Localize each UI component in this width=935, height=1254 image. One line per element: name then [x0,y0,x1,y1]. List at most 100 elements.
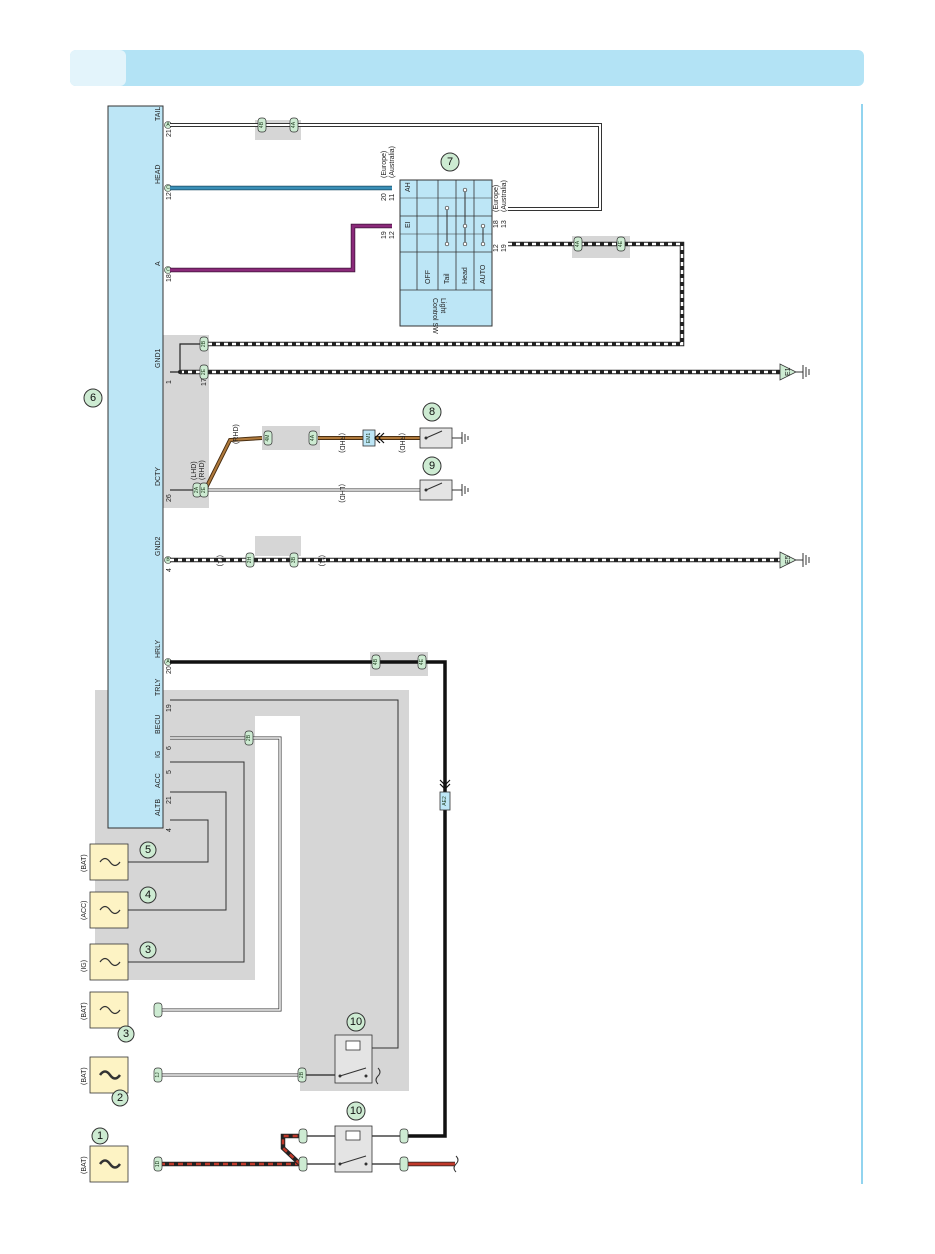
ecu-pin-conn-label: A [166,659,170,665]
connector-plain [399,1156,409,1172]
connector-dcty-b: 2E [199,482,209,498]
ecu-pin-number: 19 [166,704,173,712]
connector-cs-a: 4A [573,236,583,252]
fuse: (BAT) 2 [81,1056,129,1107]
connector-gnd2-a: 2H [245,552,255,568]
connector-becu: 2B [244,730,254,746]
relay-top [334,1034,381,1085]
ecu-pin-number: 4 [166,568,173,572]
wire-cs-ground [205,241,685,347]
ecu-pin-conn-label: A [166,122,170,128]
ecu-pin-name: IG [155,751,162,758]
ecu-pin-name: TAIL [155,107,162,121]
cs-europe: (Europe) [381,151,388,178]
ground-e1: E1 [779,363,810,381]
ecu-pin-number-2: 17 [201,378,208,386]
switch-9-note: (LHD) [338,484,345,503]
cs-australia: (Australia) [389,146,396,178]
connector-label: 4B [373,658,379,665]
ecu-number: 6 [90,392,96,404]
connector-plain [153,1002,163,1018]
wire-dcty [170,436,420,492]
connector-label: 4B [259,121,265,128]
connector-hrly-b: 4E [417,654,427,670]
connector-plain [298,1156,308,1172]
dcty-lhd-note: (LHD) [191,461,198,480]
relay-top-number: 10 [350,1016,362,1028]
ecu-pin-name: GND1 [155,348,162,368]
ground-e5: E5 [779,551,810,569]
wire-acc [128,791,227,911]
ecu-body [107,105,164,829]
cs-col-ah: AH [405,182,412,192]
ecu-pin-name: A [155,261,162,266]
fuse: (ACC) 4 [81,886,157,929]
fuse-number: 5 [145,844,151,856]
ecu-pin-name: TRLY [155,678,162,696]
cs-note-11: 11 [389,194,396,201]
fuse-label: (ACC) [81,901,88,920]
connector-label: 2B [246,734,252,741]
ecu-pin-name: ALTB [155,799,162,816]
switch-8 [419,427,469,449]
cs-pin-18: 18 [493,220,500,228]
connector-fuse1-conn: 1D [153,1156,163,1172]
fuse-label: (BAT) [81,1067,88,1085]
fuse-number: 4 [145,889,151,901]
connector-fuse2-conn: 1J [153,1067,163,1083]
connector-label: 1D [155,1160,161,1167]
switch-9-badge: 9 [422,456,442,476]
ecu-pin-number: 4 [166,828,173,832]
connector-label: 4A [291,121,297,128]
cs-pos-auto: AUTO [480,264,487,284]
fuse-number: 2 [117,1092,123,1104]
wire-trly [170,699,399,1049]
ecu-pin-name: DCTY [155,467,162,486]
gray-conn-cs [572,236,630,258]
fuse-label: (BAT) [81,854,88,872]
connector-gnd2-b: 3B [289,552,299,568]
cs-note-20: 20 [381,193,388,201]
ecu-pin-name: GND2 [155,536,162,556]
fuse-badge [91,1127,109,1145]
ecu-number-badge: 6 [83,388,103,408]
cs-note-19: 19 [381,231,388,239]
cs-australia-2: (Australia) [501,180,508,212]
connector-label: 2A [194,486,200,493]
wire-a [170,223,392,273]
ecu-pin-number: 18 [166,274,173,282]
fuse-number: 1 [97,1130,103,1142]
gray-region-gnd1 [163,335,209,508]
connector-label: 4E [419,658,425,665]
connector-rhd-b: 4A [308,430,318,446]
cs-title-2: Control SW [431,298,438,334]
ecu-pin-conn-label: C [166,267,170,273]
ecu-pin-name: ACC [155,773,162,788]
relay-bottom-number: 10 [350,1105,362,1117]
fuse: (BAT)1 [81,1127,129,1183]
wire-ig [128,761,245,963]
dcty-rhd-note-2: (RHD) [338,433,345,453]
cs-europe-2: (Europe) [493,185,500,212]
fuse-badge [117,1025,135,1043]
ecu-pin-name: HRLY [155,640,162,658]
ecu-pin-number: 21 [166,129,173,137]
switch-8-note: (RHD) [398,433,405,453]
fuse-badge [111,1089,129,1107]
connector-label: 1J [155,1072,161,1078]
ecu-pin-number: 5 [166,770,173,774]
relay-bottom [334,1125,459,1173]
connector-label: 2H [247,556,253,563]
ground-e5-label: E5 [785,555,792,564]
connector-label: 2E [201,368,207,375]
fuse-badge [139,886,157,904]
switch-9 [419,479,469,501]
ecu-pin-number: 1 [166,380,173,384]
em1-label: EM1 [366,433,372,444]
connector-plain [399,1128,409,1144]
cs-pos-head: Head [462,267,469,284]
connector-label: 4E [618,240,624,247]
cs-pin-12: 12 [493,244,500,252]
